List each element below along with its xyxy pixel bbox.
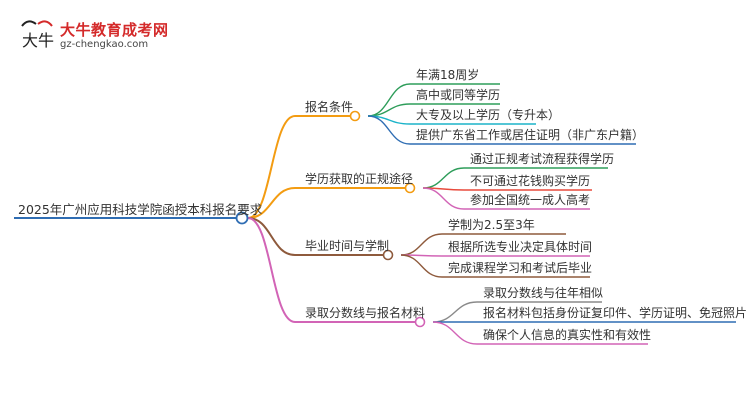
leaf-connector [400,254,443,278]
root-topic-label: 2025年广州应用科技学院函授本科报名要求 [18,202,263,217]
branch-label: 报名条件 [305,100,354,114]
root-node [235,211,249,225]
leaf-connector [422,167,465,189]
branch-connector [247,115,296,219]
leaf-connector [367,115,411,145]
branch-label: 学历获取的正规途径 [305,172,414,186]
leaf-label: 根据所选专业决定具体时间 [448,240,593,254]
leaf-label: 录取分数线与往年相似 [483,286,604,300]
branch-connector [247,187,296,219]
leaf-label: 高中或同等学历 [416,88,501,102]
leaf-label: 报名材料包括身份证复印件、学历证明、免冠照片 [483,306,748,320]
leaf-connector [432,301,478,323]
branch-label: 毕业时间与学制 [305,239,390,253]
leaf-connector [400,233,443,256]
site-logo[interactable]: 大牛 大牛教育成考网 gz-chengkao.com [18,16,168,56]
leaf-label: 提供广东省工作或居住证明（非广东户籍） [416,128,645,142]
leaf-label: 参加全国统一成人高考 [470,193,591,207]
logo-mark-text: 大牛 [22,31,54,50]
site-url: gz-chengkao.com [60,39,149,50]
branch-node [382,249,394,261]
leaf-label: 学制为2.5至3年 [448,218,535,232]
leaf-label: 通过正规考试流程获得学历 [470,152,615,166]
branch-label: 录取分数线与报名材料 [305,306,426,320]
leaf-label: 完成课程学习和考试后毕业 [448,261,593,275]
leaf-label: 大专及以上学历（专升本） [416,108,561,122]
leaf-label: 不可通过花钱购买学历 [470,174,591,188]
branch-connector [247,217,296,256]
branch-node [414,316,426,328]
branch-node [404,182,416,194]
branch-connector [247,217,296,323]
leaf-label: 年满18周岁 [416,68,480,82]
branch-node [349,110,361,122]
site-brand-name: 大牛教育成考网 [60,21,169,39]
bull-logo-icon: 大牛 [21,20,54,50]
leaf-connector [367,83,411,117]
leaf-label: 确保个人信息的真实性和有效性 [483,328,652,342]
leaf-connector [432,321,478,345]
leaf-connector [422,187,465,210]
